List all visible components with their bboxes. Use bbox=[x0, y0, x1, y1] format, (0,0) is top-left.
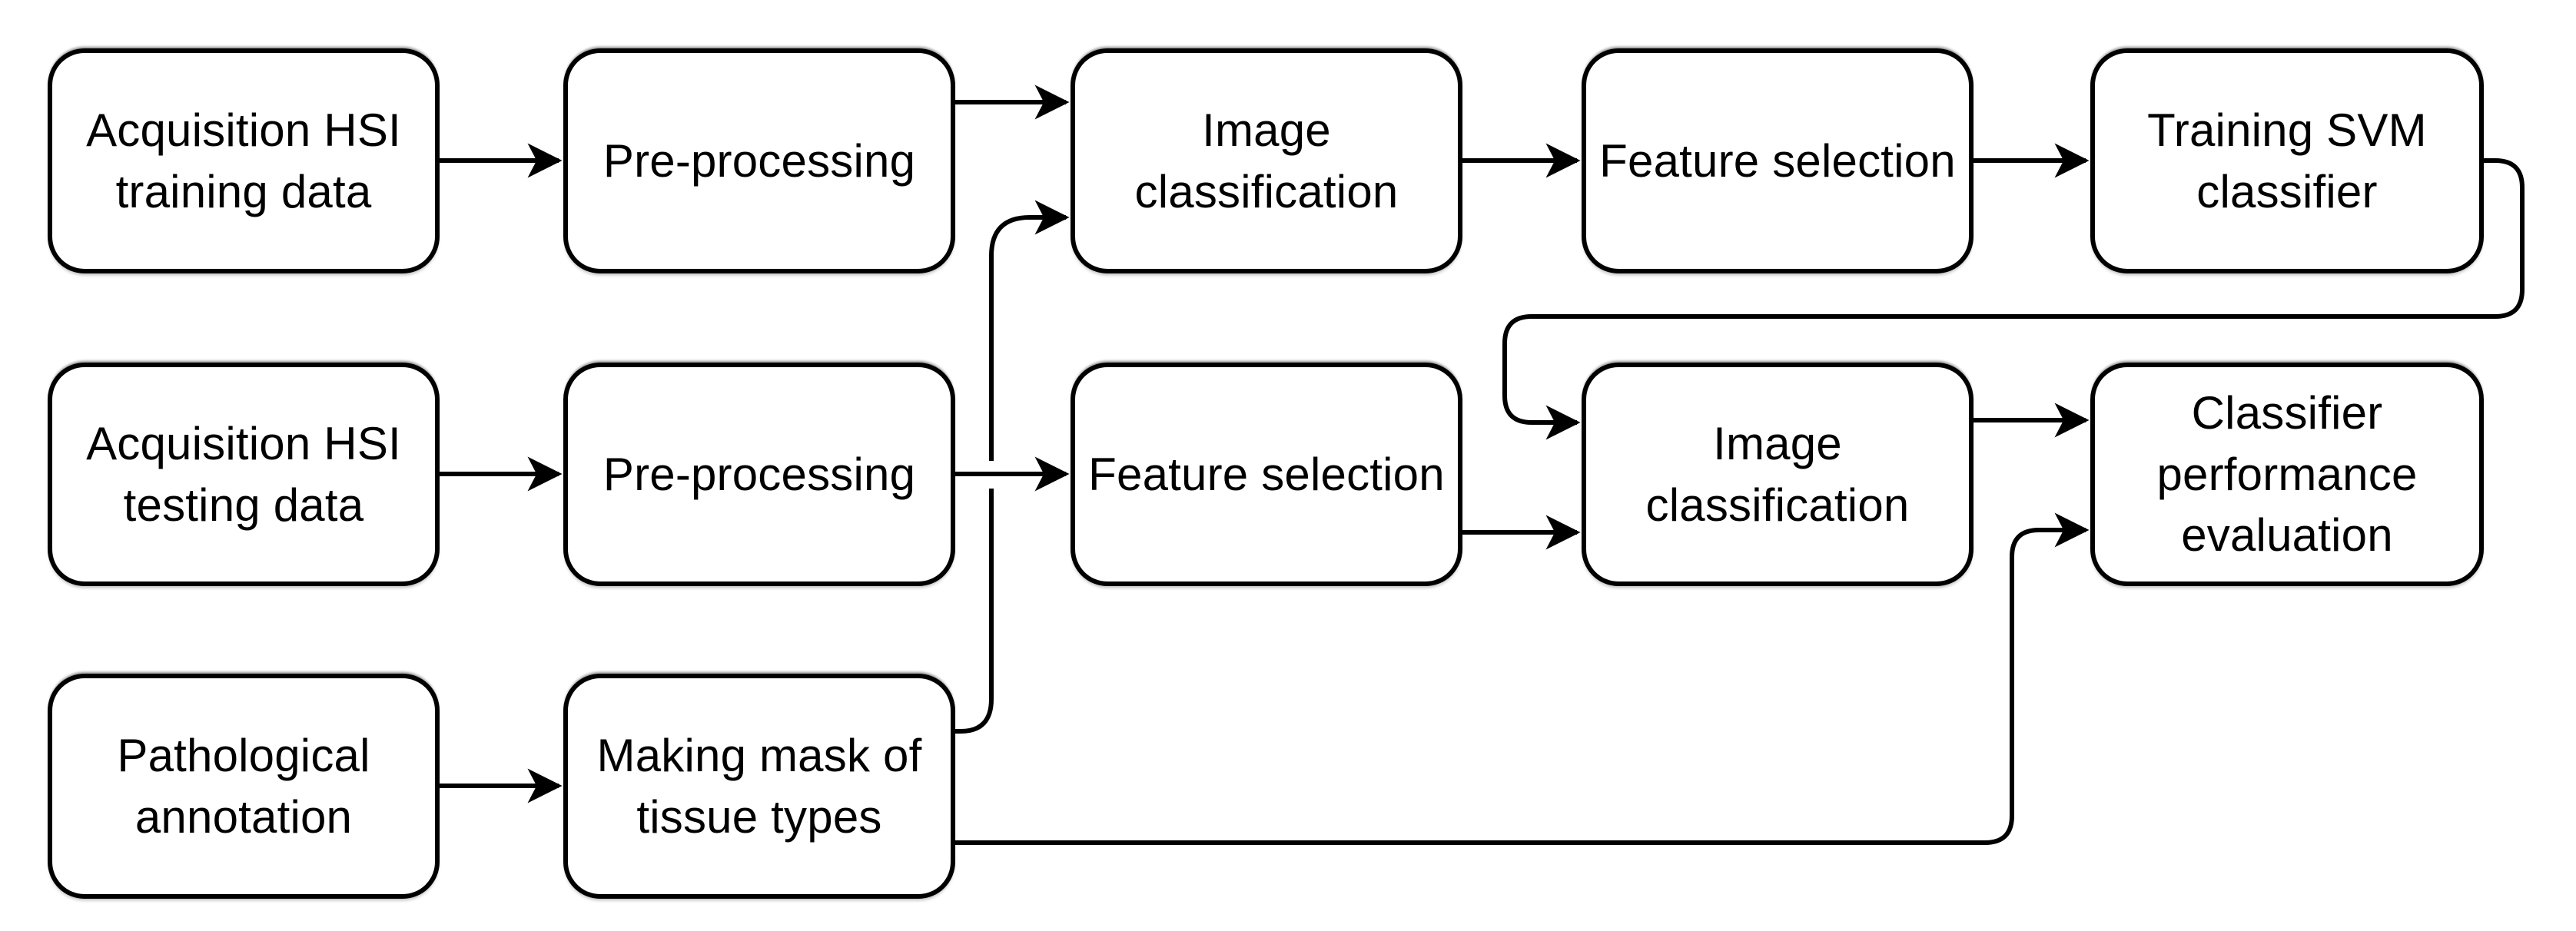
node-classifier-performance-evaluation: Classifier performance evaluation bbox=[2090, 363, 2484, 586]
node-feature-selection-training: Feature selection bbox=[1582, 48, 1973, 273]
node-label: Acquisition HSI testing data bbox=[86, 417, 401, 531]
node-image-classification-testing: Image classification bbox=[1582, 363, 1973, 586]
node-acquisition-hsi-testing-data: Acquisition HSI testing data bbox=[48, 363, 440, 586]
node-making-mask-of-tissue-types: Making mask of tissue types bbox=[563, 674, 955, 899]
node-label: Acquisition HSI training data bbox=[86, 104, 401, 217]
edge-training-svm-to-image-classification-testing bbox=[1502, 158, 2525, 440]
node-label: Image classification bbox=[1645, 417, 1910, 531]
node-pathological-annotation: Pathological annotation bbox=[48, 674, 440, 899]
node-image-classification-training: Image classification bbox=[1071, 48, 1462, 273]
node-preprocessing-training: Pre-processing bbox=[563, 48, 955, 273]
node-label: Image classification bbox=[1134, 104, 1399, 217]
node-label: Classifier performance evaluation bbox=[2156, 386, 2418, 562]
node-feature-selection-testing: Feature selection bbox=[1071, 363, 1462, 586]
node-label: Training SVM classifier bbox=[2147, 104, 2427, 217]
edge-making-mask-to-classifier-evaluation bbox=[955, 512, 2090, 845]
node-label: Feature selection bbox=[1088, 448, 1445, 500]
node-label: Making mask of tissue types bbox=[596, 729, 922, 843]
node-label: Pre-processing bbox=[603, 448, 916, 500]
node-acquisition-hsi-training-data: Acquisition HSI training data bbox=[48, 48, 440, 273]
node-training-svm-classifier: Training SVM classifier bbox=[2090, 48, 2484, 273]
node-label: Feature selection bbox=[1599, 134, 1956, 187]
node-label: Pre-processing bbox=[603, 134, 916, 187]
node-preprocessing-testing: Pre-processing bbox=[563, 363, 955, 586]
edge-making-mask-to-image-classification-training bbox=[955, 217, 1066, 734]
node-label: Pathological annotation bbox=[117, 729, 370, 843]
